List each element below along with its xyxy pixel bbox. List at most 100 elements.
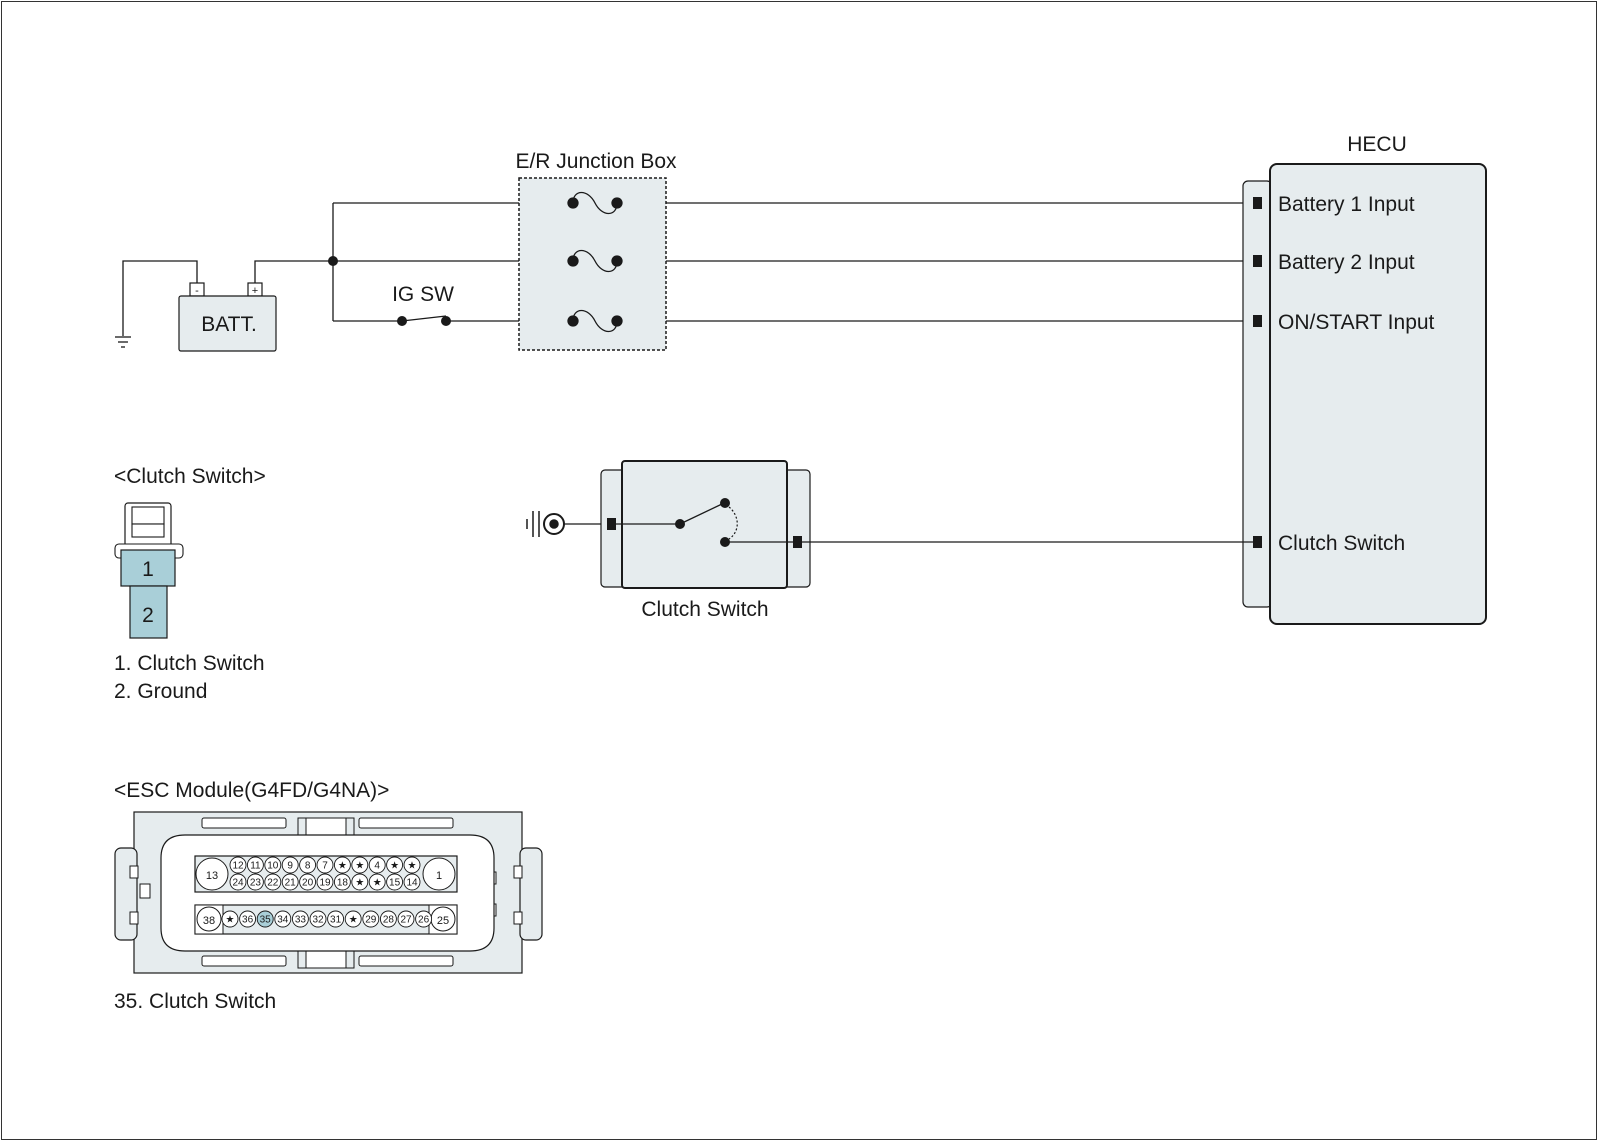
esc-pin [403, 856, 421, 874]
clutch-connector-view: <Clutch Switch> 1 2 1. Clutch Switch 2. … [114, 465, 266, 703]
esc-pin-label: 32 [312, 915, 324, 926]
esc-pin [221, 910, 239, 928]
power-wires [122, 202, 1258, 336]
esc-pin-label: ★ [390, 861, 399, 872]
clutch-switch-label: Clutch Switch [641, 598, 768, 621]
esc-pin-label: ★ [373, 878, 382, 889]
esc-pin [403, 873, 421, 891]
clutch-connector-legend-2: 2. Ground [114, 680, 207, 703]
esc-pin [291, 910, 309, 928]
esc-pin [379, 910, 397, 928]
esc-connector-view: <ESC Module(G4FD/G4NA)> 13 [114, 779, 543, 1013]
esc-pin-label: ★ [338, 861, 347, 872]
esc-pin [333, 856, 351, 874]
hecu-pin-on-start: ON/START Input [1278, 311, 1435, 334]
esc-pin-label: 23 [250, 878, 262, 889]
esc-pin-label: 21 [285, 878, 297, 889]
hecu-pin-terminal [1253, 197, 1262, 209]
esc-pin-label: 4 [374, 861, 380, 872]
esc-pin [368, 873, 386, 891]
ig-switch: IG SW [392, 283, 454, 326]
clutch-switch-circuit: Clutch Switch [526, 460, 1258, 621]
esc-pin-label: 12 [232, 861, 244, 872]
esc-pin-label: ★ [355, 861, 364, 872]
esc-pin-label: ★ [349, 915, 358, 926]
svg-text:38: 38 [203, 915, 215, 927]
svg-text:25: 25 [437, 915, 449, 927]
hecu-pin-battery-2: Battery 2 Input [1278, 251, 1415, 274]
junction-box: E/R Junction Box [515, 150, 677, 351]
esc-big-pin: 13 [195, 857, 229, 891]
esc-pin [316, 856, 334, 874]
esc-pin [281, 856, 299, 874]
esc-pin-label: 34 [277, 915, 289, 926]
esc-pin [327, 910, 345, 928]
esc-pin [415, 910, 433, 928]
hecu-pin-clutch-switch: Clutch Switch [1278, 532, 1405, 555]
esc-pin-label: 26 [418, 915, 430, 926]
esc-pin-label: 19 [319, 878, 331, 889]
esc-pin-label: 11 [250, 861, 261, 872]
esc-pin-label: 20 [302, 878, 314, 889]
esc-pin-label: 7 [322, 861, 328, 872]
esc-big-pin: 38 [194, 904, 224, 935]
esc-pin [246, 856, 264, 874]
hecu-pin-terminal [1253, 255, 1262, 267]
esc-pin [239, 910, 257, 928]
svg-text:1: 1 [436, 870, 442, 882]
esc-pin [264, 856, 282, 874]
esc-pin [316, 873, 334, 891]
esc-pin-label: 24 [232, 878, 244, 889]
hecu-module: HECU Battery 1 Input Battery 2 Input ON/… [1242, 133, 1487, 625]
esc-pin [274, 910, 292, 928]
fuse-icon [567, 249, 623, 273]
fuse-icon [567, 191, 623, 215]
battery: - + BATT. [178, 282, 277, 352]
hecu-pin-battery-1: Battery 1 Input [1278, 193, 1415, 216]
esc-pin-label: 27 [400, 915, 412, 926]
ig-switch-label: IG SW [392, 283, 454, 306]
esc-pin [229, 873, 247, 891]
esc-pin-label: 14 [406, 878, 418, 889]
esc-pin [362, 910, 380, 928]
esc-pin-label: ★ [226, 915, 235, 926]
esc-pin-label: 33 [295, 915, 307, 926]
esc-pin-label: ★ [408, 861, 417, 872]
hecu-label: HECU [1347, 133, 1407, 156]
battery-negative-label: - [195, 285, 199, 297]
esc-pin-label: 31 [330, 915, 342, 926]
esc-pin-label: 36 [242, 915, 254, 926]
esc-pin-label: 29 [365, 915, 377, 926]
bus-junction-dot [328, 256, 338, 266]
ground-symbol [115, 336, 131, 348]
esc-pin-label: 8 [305, 861, 311, 872]
esc-pin [264, 873, 282, 891]
clutch-connector-title: <Clutch Switch> [114, 465, 266, 488]
esc-pin [299, 856, 317, 874]
esc-pin-label: 35 [260, 915, 272, 926]
esc-big-pin: 1 [422, 857, 456, 891]
esc-pin [299, 873, 317, 891]
clutch-connector-legend-1: 1. Clutch Switch [114, 652, 265, 675]
battery-positive-label: + [252, 285, 258, 297]
esc-pin-label: 28 [383, 915, 395, 926]
esc-big-pin: 25 [428, 904, 458, 935]
esc-pin [229, 856, 247, 874]
esc-pin-label: 18 [337, 878, 349, 889]
esc-pin-label: 15 [389, 878, 401, 889]
esc-pin-label: 22 [267, 878, 279, 889]
esc-pin [344, 910, 362, 928]
esc-pin [368, 856, 386, 874]
svg-text:13: 13 [206, 870, 218, 882]
esc-pin-label: 9 [287, 861, 293, 872]
junction-box-label: E/R Junction Box [515, 150, 677, 173]
esc-pin [309, 910, 327, 928]
esc-pin-label: ★ [355, 878, 364, 889]
esc-pin [386, 856, 404, 874]
esc-connector-title: <ESC Module(G4FD/G4NA)> [114, 779, 389, 802]
esc-pin [333, 873, 351, 891]
clutch-connector-pin-2: 2 [142, 604, 154, 627]
esc-pin [246, 873, 264, 891]
